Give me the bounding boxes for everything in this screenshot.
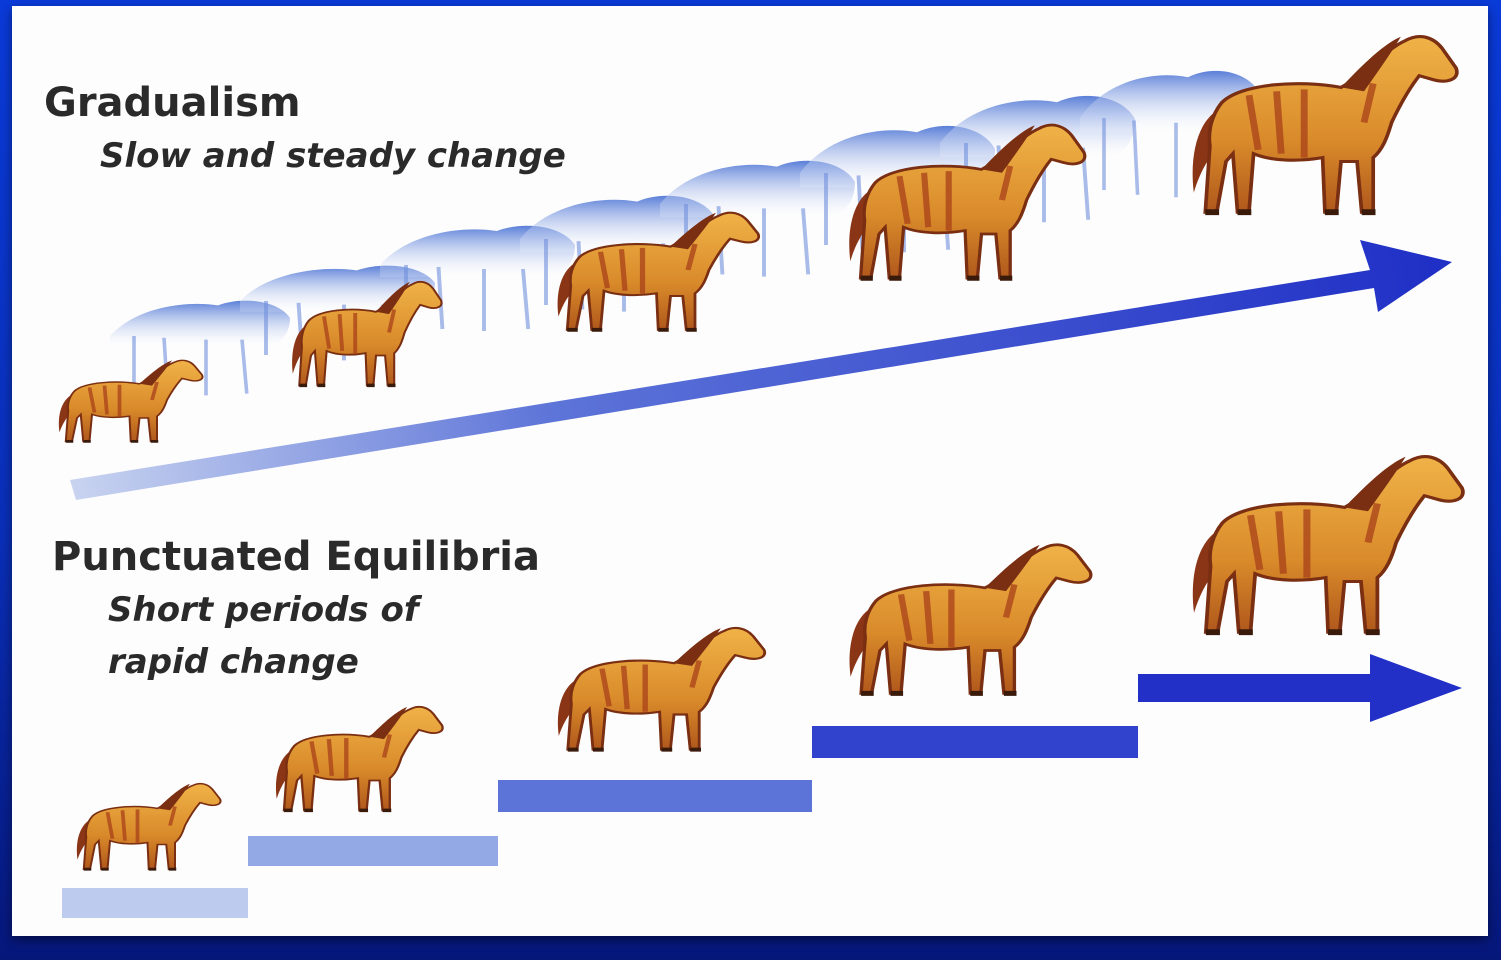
punctuated-horse-2 [276, 707, 443, 811]
step-3 [498, 780, 812, 812]
punctuated-title: Punctuated Equilibria [52, 534, 540, 580]
punctuated-horse-4 [850, 545, 1091, 694]
punctuated-subtitle-line2: rapid change [108, 642, 359, 682]
gradualism-title: Gradualism [44, 80, 301, 126]
punctuated-steps [62, 654, 1462, 918]
step-1 [62, 888, 248, 918]
step-2 [248, 836, 498, 866]
punctuated-horse-1 [77, 784, 221, 870]
punctuated-horse-3 [558, 628, 765, 750]
punctuated-subtitle-line1: Short periods of [108, 590, 419, 630]
step-4 [812, 726, 1138, 758]
punctuated-horse-5 [1193, 457, 1463, 633]
gradualism-horse-1 [59, 360, 203, 441]
step-5-arrow [1138, 654, 1462, 722]
gradualism-horse-5 [1193, 37, 1457, 213]
gradualism-subtitle: Slow and steady change [100, 136, 566, 176]
